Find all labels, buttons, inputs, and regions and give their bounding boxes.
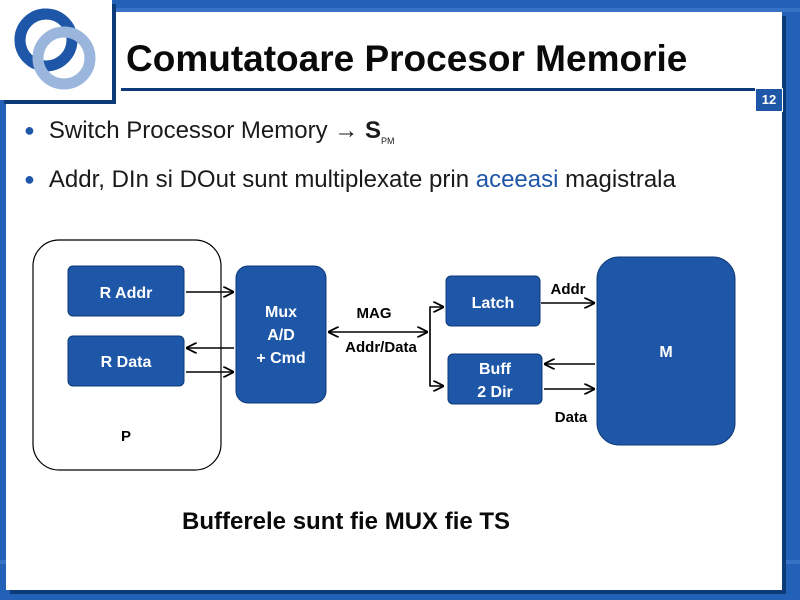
slide-title: Comutatoare Procesor Memorie (126, 38, 688, 79)
ring-logo-icon (14, 8, 96, 90)
buff-label-line1: Buff (479, 361, 512, 378)
bullet-2-pre: Addr, DIn si DOut sunt multiplexate prin (48, 166, 476, 193)
latch-label: Latch (472, 295, 515, 312)
bullet-1-subscript: PM (380, 136, 395, 146)
r-addr-block (67, 265, 185, 317)
mux-label-line3: + Cmd (256, 350, 305, 367)
bullet-item-2: ● Addr, DIn si DOut sunt multiplexate pri… (24, 166, 676, 194)
r-data-label: R Data (101, 354, 152, 371)
bullet-dot-icon: ● (24, 169, 35, 189)
data-label: Data (555, 409, 588, 426)
logo-box (0, 0, 112, 100)
bg-stripe (0, 8, 800, 12)
mux-label-line1: Mux (265, 304, 297, 321)
bus-to-latch-line (429, 307, 444, 386)
bullet-1-symbol: S (364, 117, 381, 144)
bullet-2-highlight: aceeasi (475, 166, 559, 193)
memory-block (596, 256, 736, 446)
mux-label-line2: A/D (267, 327, 295, 344)
bullet-dot-icon: ● (24, 120, 35, 140)
buff-label-line2: 2 Dir (477, 384, 513, 401)
mux-block (235, 265, 327, 404)
buff-block (447, 353, 543, 405)
latch-block (445, 275, 541, 327)
r-data-block (67, 335, 185, 387)
processor-label: P (121, 428, 131, 445)
bullet-item-1: ● Switch Processor Memory → SPM (24, 117, 394, 146)
page-number: 12 (755, 88, 783, 112)
slide-caption: Bufferele sunt fie MUX fie TS (182, 508, 511, 535)
addr-data-label: Addr/Data (345, 339, 417, 356)
r-addr-label: R Addr (100, 285, 153, 302)
addr-label: Addr (551, 281, 586, 298)
bullet-2-post: magistrala (558, 166, 676, 193)
title-bar (118, 22, 782, 88)
bullet-1-text: Switch Processor Memory → (48, 117, 365, 144)
memory-label: M (659, 344, 672, 361)
mag-label: MAG (357, 305, 392, 322)
bus-to-buff-line (429, 307, 444, 386)
